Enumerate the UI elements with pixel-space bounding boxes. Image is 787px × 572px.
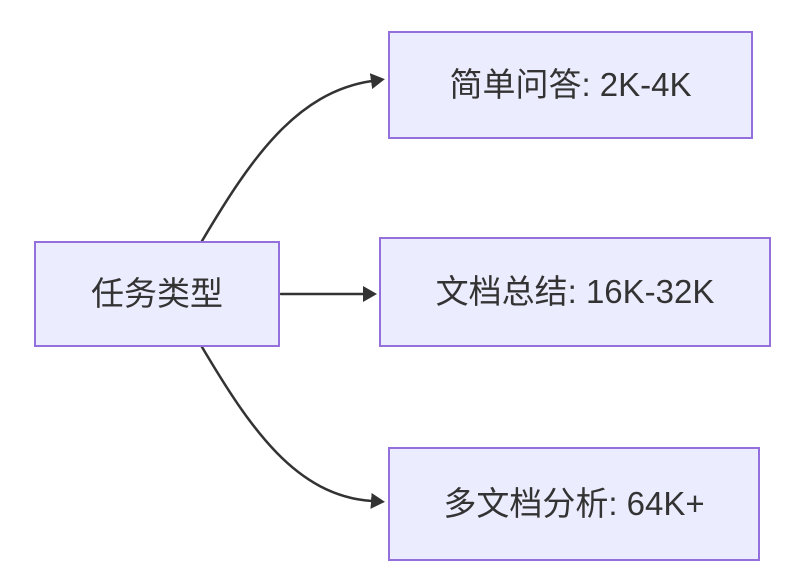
node-multi-doc-label: 多文档分析: 64K+ <box>443 485 705 523</box>
edge-task-type-to-multi-doc <box>200 345 385 509</box>
node-multi-doc: 多文档分析: 64K+ <box>388 447 760 561</box>
node-task-type-label: 任务类型 <box>91 275 223 313</box>
node-doc-summary: 文档总结: 16K-32K <box>379 237 771 347</box>
edge-task-type-to-simple-qa <box>200 73 385 243</box>
node-task-type: 任务类型 <box>34 241 280 347</box>
node-simple-qa-label: 简单问答: 2K-4K <box>449 66 692 104</box>
node-doc-summary-label: 文档总结: 16K-32K <box>435 273 715 311</box>
node-simple-qa: 简单问答: 2K-4K <box>388 31 753 139</box>
